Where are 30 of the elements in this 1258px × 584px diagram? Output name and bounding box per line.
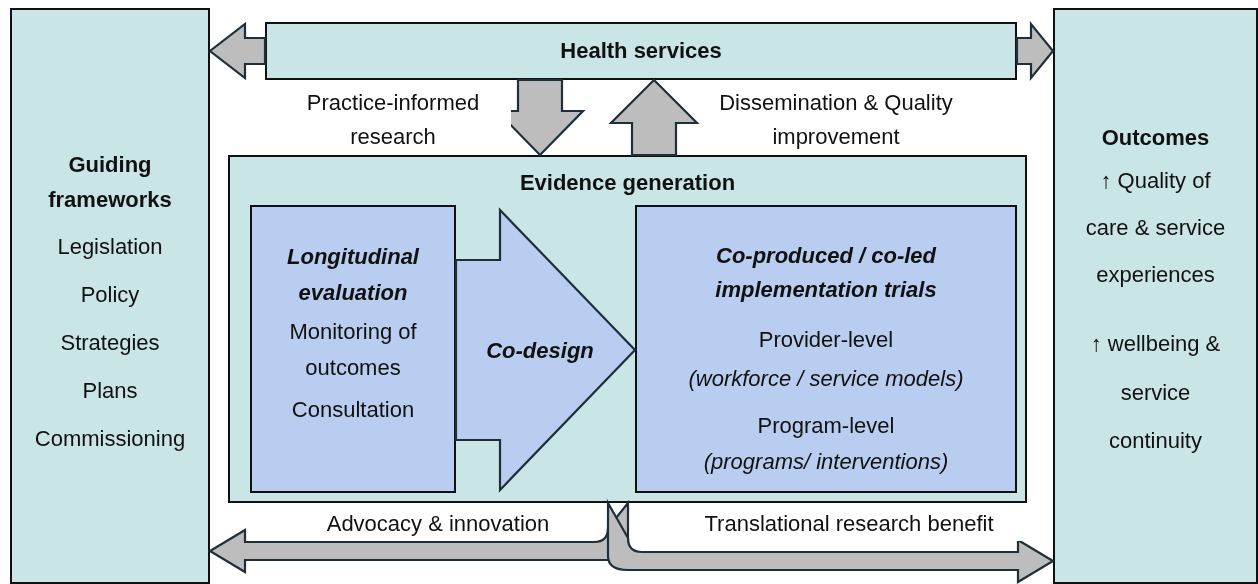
heading: Co-produced / co-led implementation trials [714, 242, 938, 305]
side-panel [10, 8, 210, 584]
banner-box [265, 22, 1017, 80]
block-arrow [208, 501, 630, 574]
body-text: Strategies [59, 329, 161, 358]
body-text: Commissioning [33, 425, 187, 454]
body-text: Legislation [56, 233, 164, 262]
body-text: Consultation [290, 396, 416, 425]
process-box [250, 205, 456, 493]
body-text: Provider-level (workforce / service models) [687, 326, 965, 393]
heading: Health services [559, 37, 723, 65]
heading: Evidence generation [518, 169, 737, 197]
block-arrow [608, 78, 700, 157]
edge-label: Co-design [485, 337, 595, 365]
heading: Outcomes [1100, 124, 1211, 152]
process-box [635, 205, 1017, 493]
heading: Guiding frameworks [47, 151, 173, 215]
side-panel [1053, 8, 1258, 584]
block-arrow [606, 501, 1055, 584]
block-arrow [454, 207, 637, 493]
body-text: ↑ Quality of care & service experiences [1084, 167, 1227, 290]
block-arrow [1015, 20, 1055, 82]
body-text: ↑ wellbeing & service continuity [1089, 330, 1222, 456]
body-text: Program-level (programs/ interventions) [702, 412, 950, 477]
block-arrow [208, 21, 267, 81]
body-text: Policy [79, 281, 141, 310]
body-text: Monitoring of outcomes [288, 317, 418, 382]
body-text: Plans [81, 377, 139, 406]
heading: Longitudinal evaluation [286, 243, 421, 308]
group-box [228, 155, 1027, 503]
